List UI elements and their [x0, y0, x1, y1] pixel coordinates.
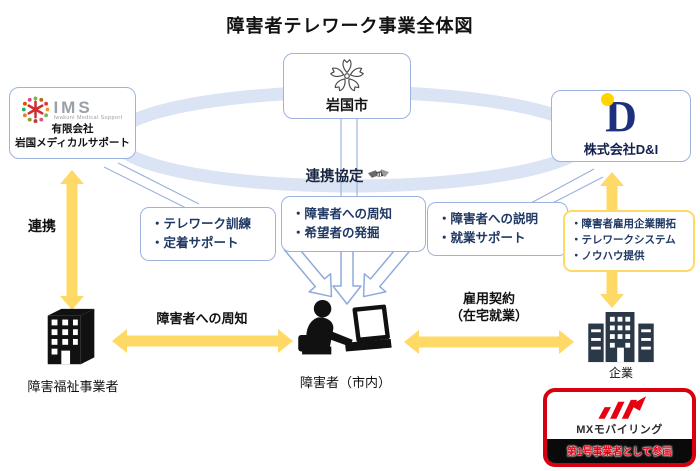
ims-node: IMS Iwakuni Medical Support 有限会社 岩国メディカル… — [9, 87, 136, 159]
sakura-blossom-icon — [330, 58, 364, 91]
notify-horizontal-arrow — [112, 329, 293, 353]
contract-horizontal-arrow — [404, 330, 574, 354]
ims-to-left-line — [117, 162, 200, 205]
right-diagonal-arrow — [362, 241, 412, 298]
task-line: ・テレワークシステム — [571, 234, 676, 247]
person-at-laptop-icon — [293, 298, 393, 370]
mx-mobiling-brand-text: MXモバイリング — [576, 424, 663, 436]
dandi-node: D 株式会社D&I — [551, 90, 691, 162]
dandi-logo-icon: D — [601, 92, 637, 139]
notify-arrow-label: 障害者への周知 — [156, 311, 248, 326]
contract-line1: 雇用契約 — [462, 291, 515, 306]
ims-to-left-line — [103, 166, 187, 209]
city-label: 岩国市 — [326, 96, 368, 113]
task-box-city: ・障害者への周知 ・希望者の発掘 — [281, 196, 426, 252]
dandi-to-right-line — [530, 168, 595, 204]
ims-wordmark: IMS — [53, 97, 93, 117]
ims-logo-icon — [22, 96, 50, 124]
partnership-agreement-text: 連携協定 — [305, 169, 364, 185]
city-node: 岩国市 — [283, 53, 411, 119]
task-line: ・障害者への周知 — [292, 206, 393, 221]
handshake-icon — [367, 169, 389, 178]
mx-mobiling-caption: 第1号事業者として参画 — [547, 439, 692, 463]
ims-company-name: 岩国メディカルサポート — [15, 136, 130, 149]
dandi-company-name: 株式会社D&I — [583, 141, 659, 157]
renkei-vertical-arrow — [60, 170, 84, 310]
welfare-office-building-icon — [36, 304, 108, 372]
task-line: ・就業サポート — [438, 231, 526, 245]
task-line: ・希望者の発掘 — [292, 226, 380, 240]
task-line: ・ノウハウ提供 — [571, 249, 645, 262]
ims-company-type: 有限会社 — [51, 123, 94, 136]
contract-arrow-label: 雇用契約 （在宅就業） — [420, 291, 558, 325]
person-label: 障害者（市内） — [299, 375, 391, 390]
blue-outline-arrows — [283, 240, 412, 305]
dandi-logo-dot — [601, 92, 615, 106]
mx-mobiling-logo-icon — [597, 396, 646, 419]
contract-line2: （在宅就業） — [449, 307, 528, 323]
company-buildings-icon — [583, 312, 659, 364]
task-line: ・障害者への説明 — [438, 211, 539, 226]
task-line: ・定着サポート — [151, 236, 239, 250]
task-line: ・テレワーク訓練 — [151, 216, 252, 231]
renkei-label: 連携 — [28, 218, 56, 234]
task-box-dandi: ・障害者への説明 ・就業サポート — [427, 202, 568, 256]
task-box-dandi-company: ・障害者雇用企業開拓 ・テレワークシステム ・ノウハウ提供 — [563, 210, 695, 272]
task-box-ims: ・テレワーク訓練 ・定着サポート — [140, 207, 276, 261]
task-line: ・障害者雇用企業開拓 — [571, 218, 676, 231]
partnership-agreement-label: 連携協定 — [262, 165, 432, 186]
mx-mobiling-badge: MXモバイリング 第1号事業者として参画 — [543, 388, 696, 467]
connector-lines — [103, 119, 604, 210]
ims-wordmark-subtext: Iwakuni Medical Support — [53, 114, 123, 121]
welfare-office-label: 障害福祉事業者 — [27, 379, 119, 394]
company-label: 企業 — [608, 366, 633, 380]
page-title: 障害者テレワーク事業全体図 — [226, 16, 474, 36]
